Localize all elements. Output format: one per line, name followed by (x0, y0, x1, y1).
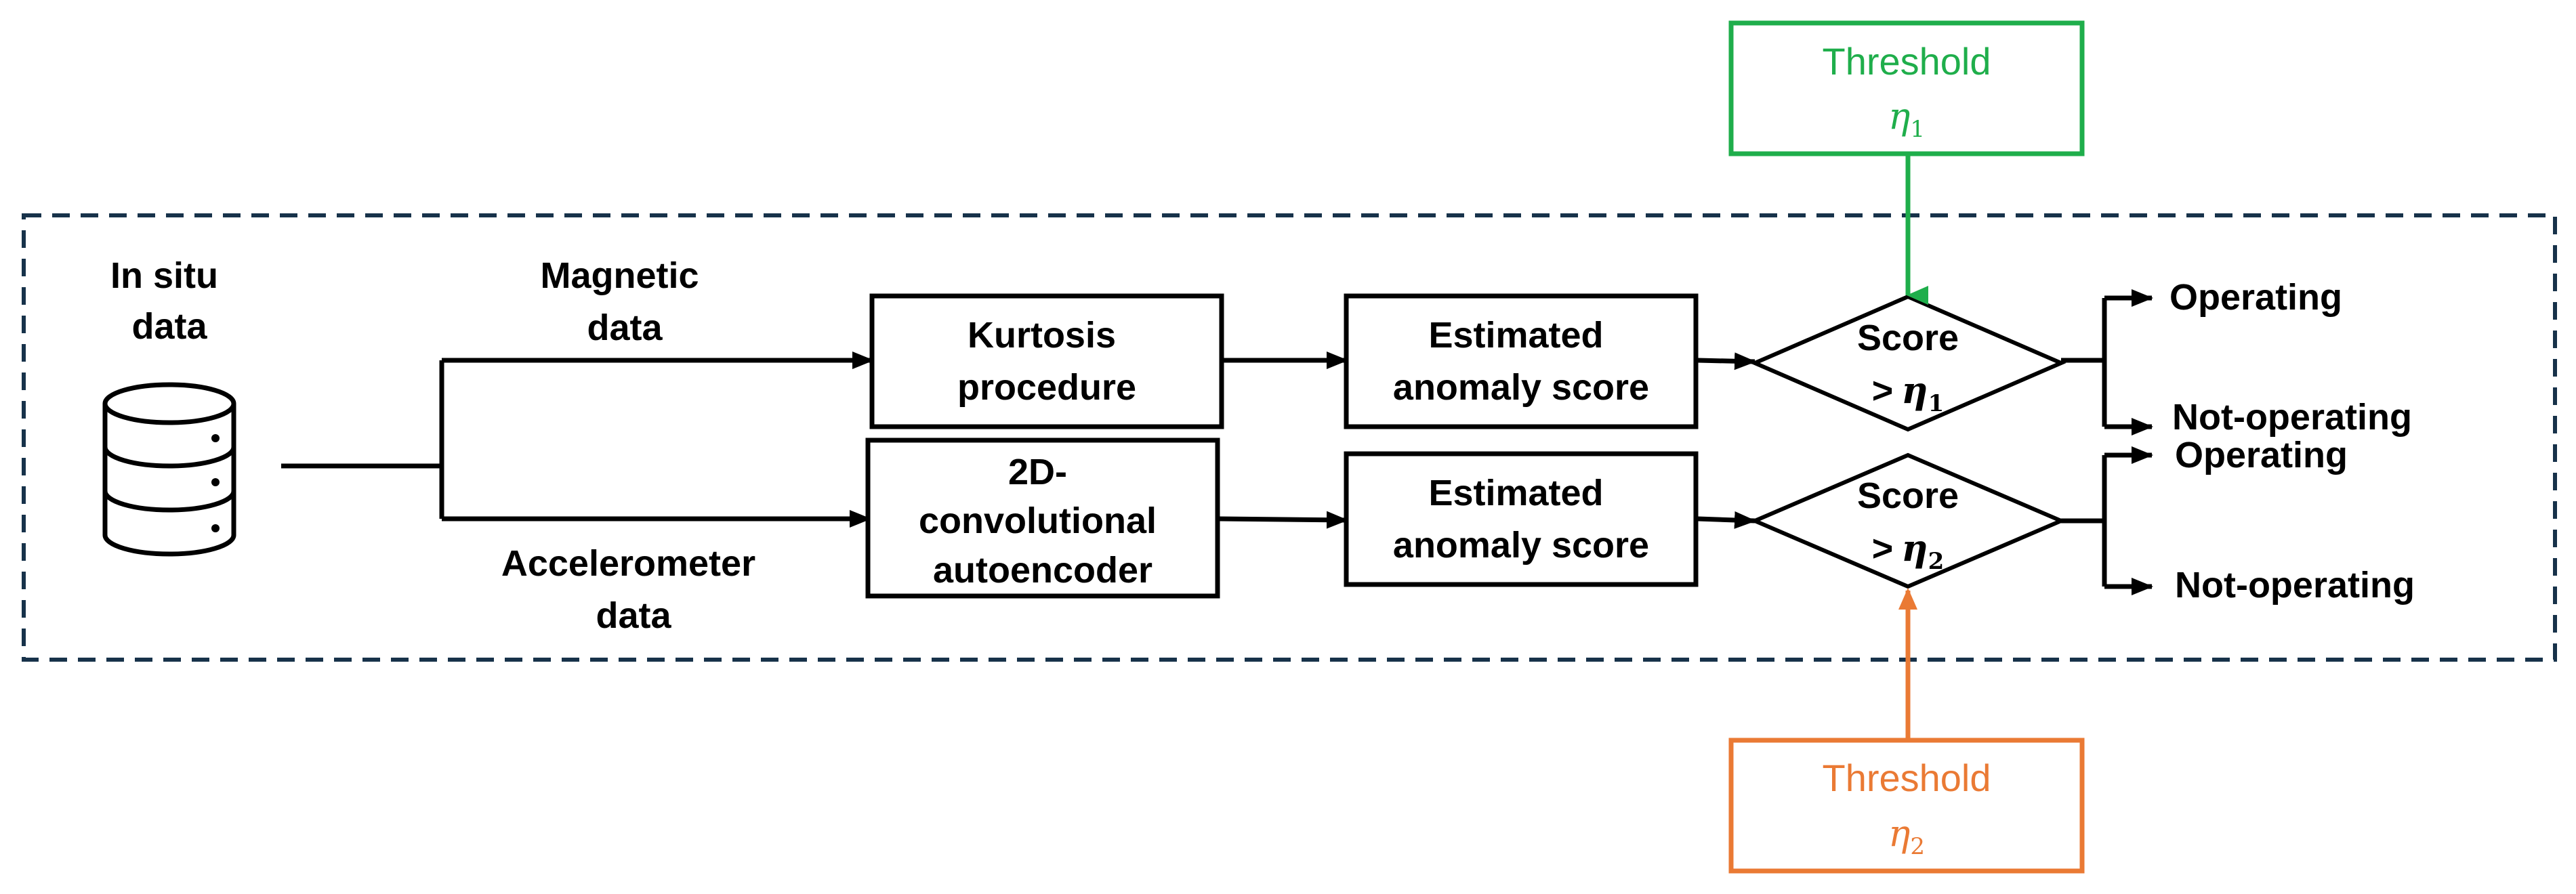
source-label-line1: In situ (110, 255, 218, 296)
output-fork-2 (2061, 455, 2107, 587)
threshold-box-1 (1728, 20, 2085, 156)
anomaly-score-block-2 (1344, 451, 1699, 587)
autoencoder-to-score-arrow (1219, 511, 1348, 529)
decision-label-2: Score (1857, 475, 1959, 516)
decision-condition-2: >η2 (1872, 526, 1944, 575)
autoencoder-block (865, 438, 1220, 599)
kurtosis-label: Kurtosis procedure (957, 315, 1136, 408)
split-connector (281, 360, 444, 519)
system-boundary (22, 213, 2557, 662)
outcome-not-operating-2: Not-operating (2175, 565, 2415, 605)
score-to-decision-arrow-2 (1697, 511, 1756, 529)
kurtosis-block (869, 293, 1224, 429)
decision-label-1: Score (1857, 318, 1959, 358)
threshold-symbol-1: η1 (1888, 95, 1925, 143)
anomaly-score-label-1: Estimated anomaly score (1393, 315, 1649, 408)
decision-condition-1: >η1 (1872, 368, 1944, 417)
outcome-operating-2: Operating (2175, 435, 2348, 475)
outcome-not-operating-1: Not-operating (2172, 397, 2412, 438)
source-label-line2: data (131, 306, 207, 347)
source-label: In situ data (110, 255, 228, 347)
decision-diamond-2 (1749, 452, 2066, 589)
threshold-symbol-2: η2 (1888, 812, 1925, 860)
magnetic-label: Magnetic data (540, 255, 709, 348)
outcome-operating-1: Operating (2169, 277, 2342, 318)
score-to-decision-arrow-1 (1697, 352, 1756, 370)
database-icon (102, 382, 236, 557)
threshold-title-1: Threshold (1822, 40, 1991, 83)
threshold-box-2 (1728, 738, 2085, 874)
threshold-title-2: Threshold (1822, 757, 1991, 799)
decision-diamond-1 (1749, 294, 2066, 432)
output-fork-1 (2061, 298, 2107, 427)
threshold-arrowhead-2 (1898, 588, 1917, 610)
anomaly-score-label-2: Estimated anomaly score (1393, 473, 1649, 566)
autoencoder-label: 2D- convolutional autoencoder (919, 452, 1167, 591)
anomaly-score-block-1 (1344, 293, 1699, 429)
accelerometer-label: Accelerometer data (501, 543, 766, 636)
